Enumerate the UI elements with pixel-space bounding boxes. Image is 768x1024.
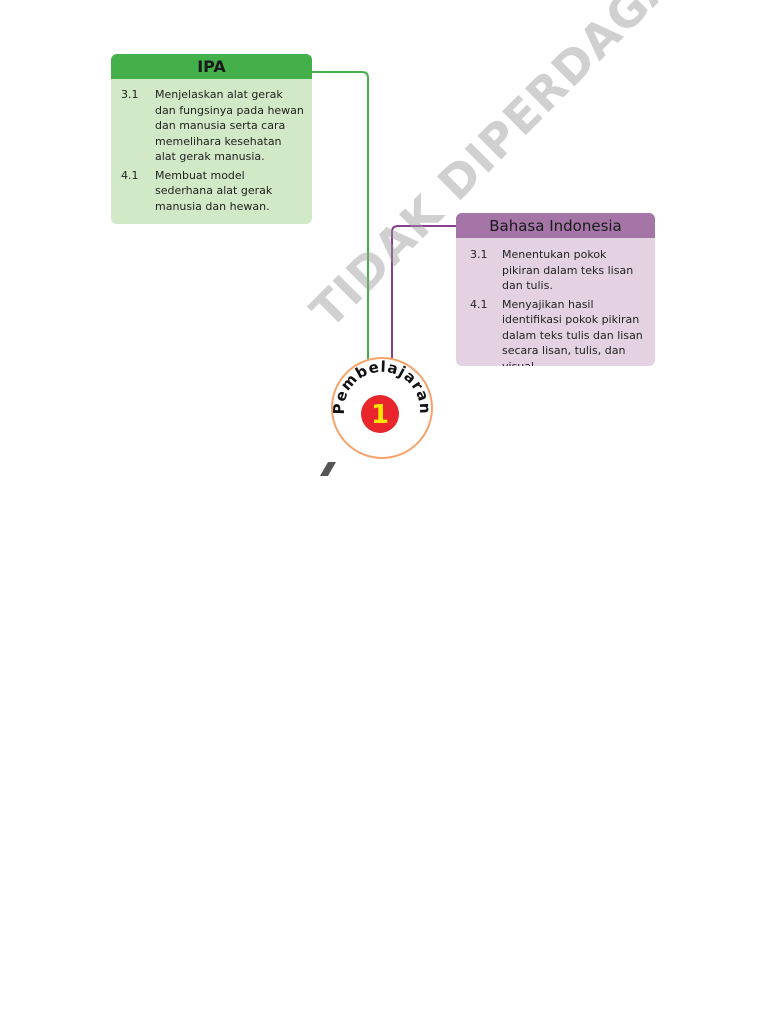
ipa-item-number: 3.1	[121, 88, 139, 101]
ipa-connector	[312, 71, 369, 362]
ipa-body: 3.1 Menjelaskan alat gerak dan fungsinya…	[111, 79, 312, 224]
ipa-item-text: Menjelaskan alat gerak dan fungsinya pad…	[155, 88, 304, 163]
bindo-connector	[391, 225, 456, 362]
ipa-item-number: 4.1	[121, 168, 139, 182]
badge-number: 1	[371, 400, 389, 430]
badge-circle	[361, 395, 399, 433]
ipa-item: 3.1 Menjelaskan alat gerak dan fungsinya…	[119, 87, 304, 165]
ipa-card: IPA 3.1 Menjelaskan alat gerak dan fungs…	[111, 54, 312, 224]
bahasa-indonesia-item: 4.1 Menyajikan hasil identifikasi pokok …	[464, 297, 647, 367]
bahasa-indonesia-title: Bahasa Indonesia	[489, 216, 622, 235]
bahasa-indonesia-header: Bahasa Indonesia	[456, 213, 655, 238]
bahasa-indonesia-item-text: Menentukan pokok pikiran dalam teks lisa…	[502, 248, 634, 292]
bahasa-indonesia-body: 3.1 Menentukan pokok pikiran dalam teks …	[456, 238, 655, 366]
pembelajaran-badge: Pembelajaran 1	[330, 357, 433, 459]
bahasa-indonesia-item-text: Menyajikan hasil identifikasi pokok piki…	[502, 297, 643, 367]
ipa-header: IPA	[111, 54, 312, 79]
bahasa-indonesia-item: 3.1 Menentukan pokok pikiran dalam teks …	[464, 247, 647, 294]
ipa-item: 4.1 Membuat model sederhana alat gerak m…	[119, 168, 304, 215]
bahasa-indonesia-item-number: 3.1	[470, 248, 488, 261]
ipa-title: IPA	[197, 57, 226, 76]
ipa-item-text: Membuat model sederhana alat gerak manus…	[155, 168, 273, 213]
bahasa-indonesia-card: Bahasa Indonesia 3.1 Menentukan pokok pi…	[456, 213, 655, 366]
bahasa-indonesia-item-number: 4.1	[470, 297, 488, 311]
